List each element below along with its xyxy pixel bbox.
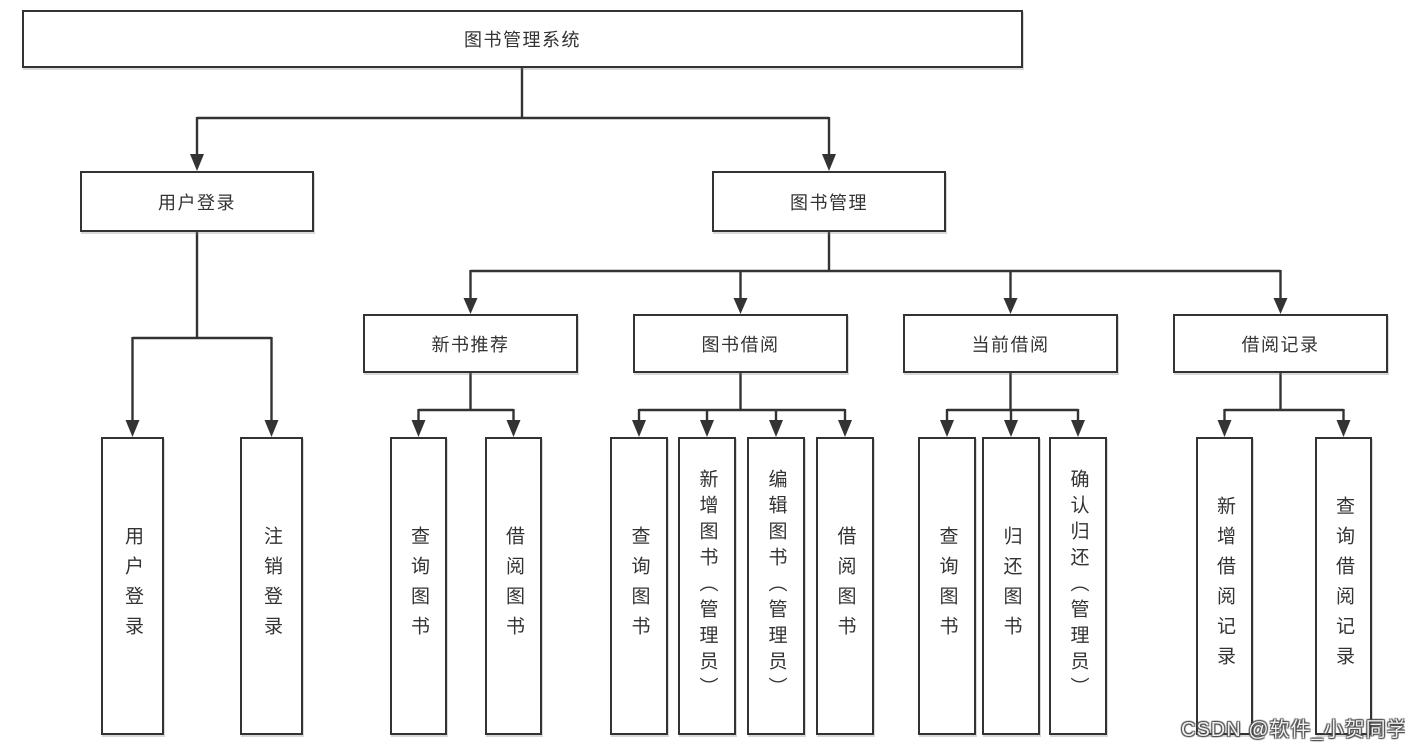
leaf-user-login-label: 用户登录 <box>122 526 143 646</box>
leaf-borrow-books-1-label: 借阅图书 <box>503 526 524 646</box>
node-book-borrow-label: 图书借阅 <box>701 334 780 355</box>
leaf-borrow-books-2-label: 借阅图书 <box>834 526 856 646</box>
connector-book-borrow-to-leaves <box>632 372 852 437</box>
node-borrow-record-label: 借阅记录 <box>1241 334 1320 355</box>
connector-book-management-to-level3 <box>463 231 1288 314</box>
leaf-query-books-2-label: 查询图书 <box>628 526 650 646</box>
leaf-query-borrow-record-label: 查询借阅记录 <box>1333 496 1354 676</box>
watermark: CSDN @软件_小贺同学 <box>1181 719 1405 741</box>
leaf-edit-books-admin: 编辑图书（管理员） <box>747 437 805 735</box>
leaf-query-books-3-label: 查询图书 <box>936 526 958 646</box>
node-current-borrow: 当前借阅 <box>903 314 1118 373</box>
connector-user-login-to-leaves <box>125 231 279 437</box>
leaf-query-borrow-record: 查询借阅记录 <box>1315 437 1372 735</box>
leaf-query-books-1: 查询图书 <box>390 437 447 735</box>
leaf-user-login: 用户登录 <box>101 437 164 735</box>
node-book-management: 图书管理 <box>712 171 946 232</box>
leaf-return-books: 归还图书 <box>982 437 1040 735</box>
leaf-return-books-label: 归还图书 <box>1000 526 1022 646</box>
leaf-add-borrow-record: 新增借阅记录 <box>1196 437 1253 735</box>
leaf-logout-label: 注销登录 <box>261 526 282 646</box>
leaf-confirm-return-admin: 确认归还（管理员） <box>1049 437 1107 735</box>
leaf-confirm-return-admin-label: 确认归还（管理员） <box>1067 469 1089 703</box>
node-user-login-label: 用户登录 <box>158 192 236 213</box>
node-book-management-label: 图书管理 <box>790 192 868 213</box>
node-borrow-record: 借阅记录 <box>1173 314 1388 373</box>
node-new-book-recommend-label: 新书推荐 <box>431 334 510 355</box>
node-user-login: 用户登录 <box>80 171 314 232</box>
leaf-query-books-1-label: 查询图书 <box>408 526 429 646</box>
leaf-add-books-admin: 新增图书（管理员） <box>678 437 736 735</box>
connector-root-to-level2 <box>190 67 836 171</box>
leaf-edit-books-admin-label: 编辑图书（管理员） <box>765 469 787 703</box>
node-book-borrow: 图书借阅 <box>633 314 848 373</box>
leaf-add-borrow-record-label: 新增借阅记录 <box>1214 496 1235 676</box>
node-root-label: 图书管理系统 <box>464 30 581 50</box>
leaf-add-books-admin-label: 新增图书（管理员） <box>696 469 718 703</box>
leaf-logout: 注销登录 <box>240 437 303 735</box>
leaf-borrow-books-1: 借阅图书 <box>485 437 542 735</box>
node-new-book-recommend: 新书推荐 <box>363 314 578 373</box>
node-current-borrow-label: 当前借阅 <box>971 334 1050 355</box>
connector-new-book-to-leaves <box>411 372 521 437</box>
leaf-query-books-2: 查询图书 <box>610 437 668 735</box>
connector-borrow-record-to-leaves <box>1217 372 1351 437</box>
leaf-query-books-3: 查询图书 <box>918 437 976 735</box>
leaf-borrow-books-2: 借阅图书 <box>816 437 874 735</box>
connector-current-borrow-to-leaves <box>940 372 1085 437</box>
node-root: 图书管理系统 <box>22 10 1023 68</box>
